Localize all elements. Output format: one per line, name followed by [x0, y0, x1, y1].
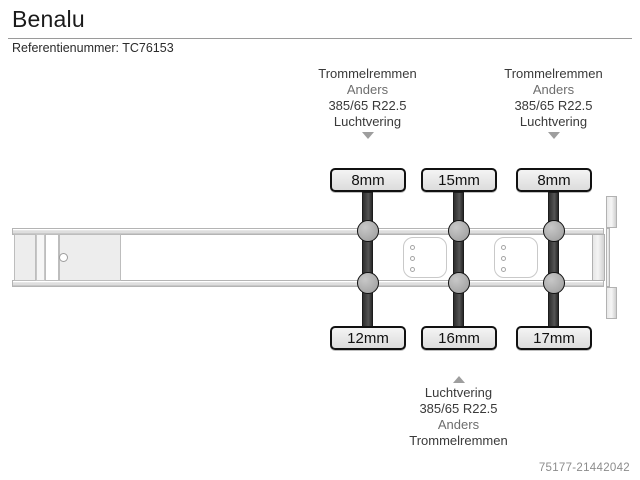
callout-top-left-line3: 385/65 R22.5: [328, 98, 407, 113]
reference-number: Referentienummer: TC76153: [12, 41, 174, 55]
callout-bottom-line4: Trommelremmen: [409, 433, 508, 448]
callout-bottom: Luchtvering 385/65 R22.5 Anders Trommelr…: [386, 374, 531, 449]
front-gap: [45, 234, 59, 281]
bolt-icon: [501, 267, 506, 272]
bolt-icon: [410, 256, 415, 261]
callout-top-left-line4: Luchtvering: [333, 114, 402, 129]
callout-bottom-line2: 385/65 R22.5: [419, 401, 498, 416]
axle-2: [453, 192, 464, 330]
callout-top-right-line3: 385/65 R22.5: [514, 98, 593, 113]
rear-bumper-support-top: [606, 196, 617, 228]
callout-top-right: Trommelremmen Anders 385/65 R22.5 Luchtv…: [481, 66, 626, 139]
kingpin-plate: [59, 234, 121, 281]
bolt-icon: [410, 245, 415, 250]
wheel-axle-1-left: [357, 220, 379, 242]
callout-bottom-line1: Luchtvering: [424, 385, 493, 400]
triangle-down-icon: [547, 132, 560, 139]
callout-top-right-line4: Luchtvering: [519, 114, 588, 129]
measurement-box-top-2: 15mm: [421, 168, 497, 192]
wheel-axle-3-left: [543, 220, 565, 242]
page-title: Benalu: [12, 6, 85, 32]
triangle-up-icon: [452, 376, 465, 383]
axle-3: [548, 192, 559, 330]
watermark: 75177-21442042: [538, 462, 630, 474]
rear-beam: [592, 234, 605, 281]
suspension-bracket-1-bolts: [403, 237, 447, 278]
measurement-box-top-3: 8mm: [516, 168, 592, 192]
axle-1: [362, 192, 373, 330]
kingpin-icon: [59, 253, 68, 262]
rear-bumper-post: [606, 228, 610, 287]
callout-top-left-line2: Anders: [346, 82, 389, 97]
measurement-box-top-1: 8mm: [330, 168, 406, 192]
measurement-box-bottom-2: 16mm: [421, 326, 497, 350]
wheel-axle-2-right: [448, 272, 470, 294]
front-slot: [36, 234, 45, 281]
rear-bumper-support-bottom: [606, 287, 617, 319]
header-divider: [8, 38, 632, 39]
callout-top-right-line1: Trommelremmen: [504, 66, 603, 81]
measurement-box-bottom-3: 17mm: [516, 326, 592, 350]
callout-top-left-line1: Trommelremmen: [318, 66, 417, 81]
triangle-down-icon: [361, 132, 374, 139]
bolt-icon: [410, 267, 415, 272]
suspension-bracket-2-bolts: [494, 237, 538, 278]
wheel-axle-1-right: [357, 272, 379, 294]
bolt-icon: [501, 256, 506, 261]
wheel-axle-3-right: [543, 272, 565, 294]
callout-top-right-line2: Anders: [532, 82, 575, 97]
front-plate: [14, 234, 36, 281]
bolt-icon: [501, 245, 506, 250]
callout-top-left: Trommelremmen Anders 385/65 R22.5 Luchtv…: [295, 66, 440, 139]
wheel-axle-2-left: [448, 220, 470, 242]
measurement-box-bottom-1: 12mm: [330, 326, 406, 350]
chassis-rail-bottom: [12, 280, 604, 287]
callout-bottom-line3: Anders: [437, 417, 480, 432]
chassis-rail-top: [12, 228, 604, 235]
